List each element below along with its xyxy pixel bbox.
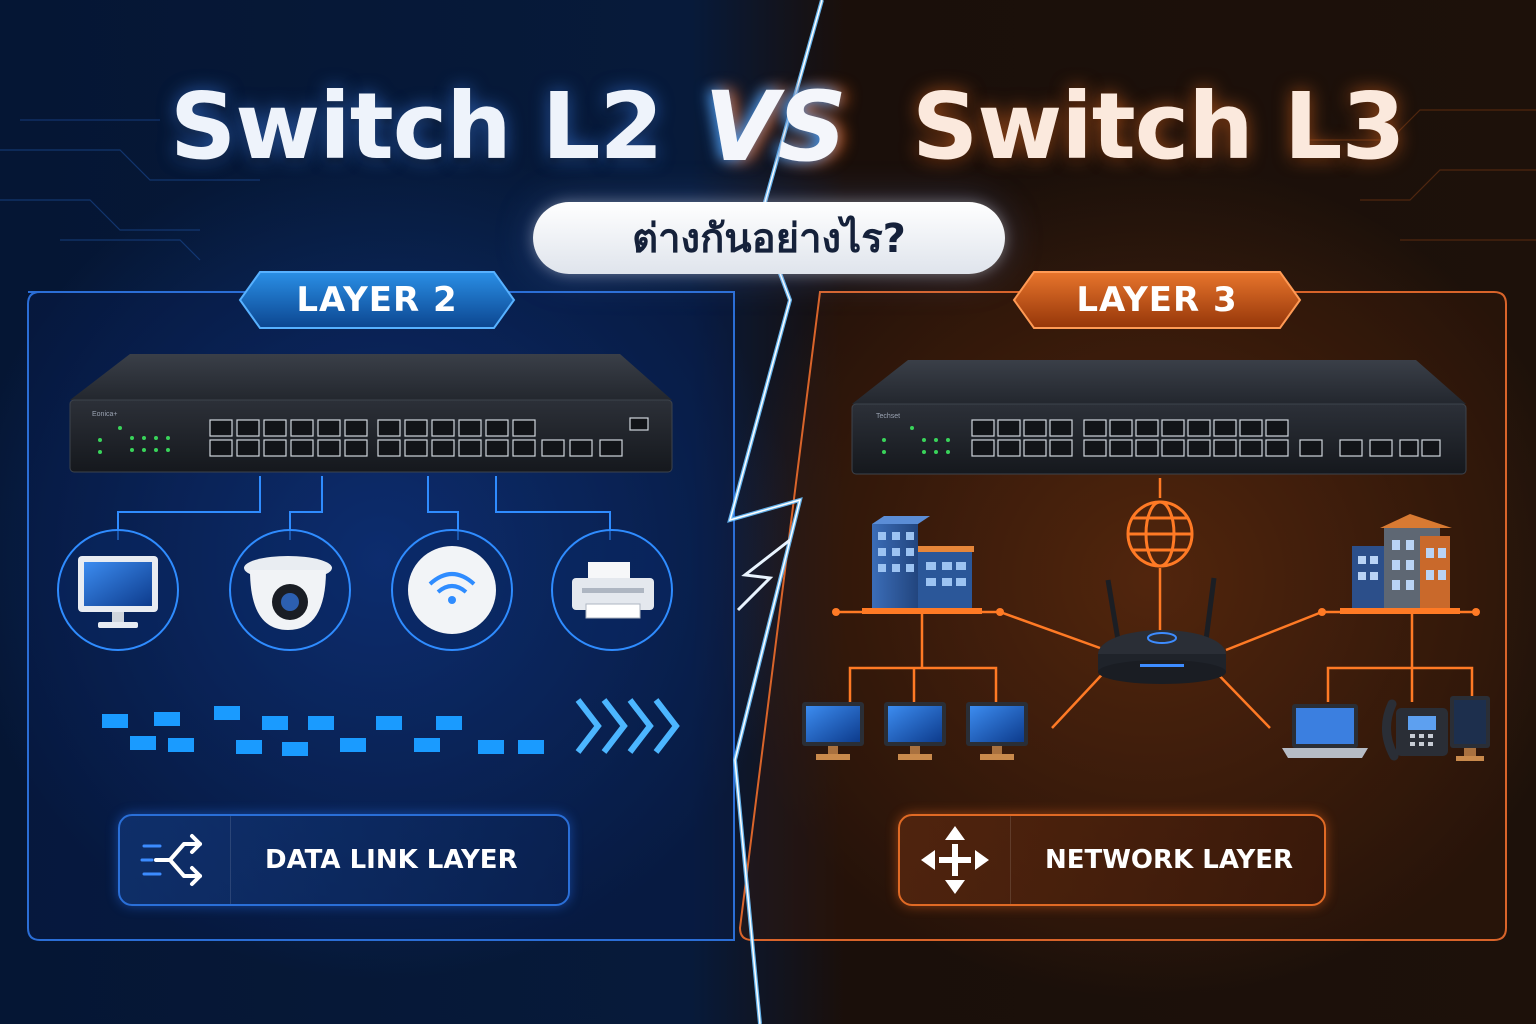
rj45-port <box>1135 439 1159 457</box>
data-packet <box>154 712 180 726</box>
data-packet <box>262 716 288 730</box>
layer2-tag: LAYER 2 <box>238 270 516 330</box>
rj45-port <box>431 419 455 437</box>
monitor-icon-row <box>802 702 1028 760</box>
rj45-port <box>1265 439 1289 457</box>
rj45-port <box>317 439 341 457</box>
data-packet <box>478 740 504 754</box>
layer3-tag-label: LAYER 3 <box>1076 280 1238 320</box>
rj45-port <box>404 439 428 457</box>
subtitle-text: ต่างกันอย่างไร? <box>632 216 906 262</box>
rj45-port <box>1023 419 1047 437</box>
data-packet <box>102 714 128 728</box>
network-layer-box: NETWORK LAYER <box>898 814 1326 906</box>
building-icon-right <box>1340 514 1460 614</box>
rj45-port <box>1109 439 1133 457</box>
rj45-port <box>971 419 995 437</box>
rj45-port <box>290 419 314 437</box>
rj45-port <box>971 439 995 457</box>
four-way-arrows-icon <box>900 816 1011 904</box>
data-packet <box>168 738 194 752</box>
rj45-port <box>1083 419 1107 437</box>
rj45-port <box>1161 439 1185 457</box>
rj45-port <box>404 419 428 437</box>
data-packet <box>436 716 462 730</box>
data-packet <box>376 716 402 730</box>
data-link-layer-box: DATA LINK LAYER <box>118 814 570 906</box>
globe-icon <box>1126 500 1194 568</box>
rj45-port <box>263 439 287 457</box>
layer2-switch: Eonica+ <box>69 354 673 473</box>
rj45-port <box>1135 419 1159 437</box>
rj45-port <box>458 439 482 457</box>
svg-text:Eonica+: Eonica+ <box>92 411 118 418</box>
rj45-port <box>236 419 260 437</box>
layer3-switch: Techset <box>851 360 1467 475</box>
data-packet <box>340 738 366 752</box>
layer2-tag-label: LAYER 2 <box>296 280 458 320</box>
branch-arrows-icon <box>120 816 231 904</box>
rj45-port <box>317 419 341 437</box>
svg-text:Techset: Techset <box>876 413 900 420</box>
title-vs: VS <box>704 71 846 183</box>
rj45-port <box>431 439 455 457</box>
rj45-port <box>997 439 1021 457</box>
rj45-port <box>1239 419 1263 437</box>
rj45-port <box>344 439 368 457</box>
rj45-port <box>1109 419 1133 437</box>
data-packet <box>214 706 240 720</box>
router-icon <box>1098 577 1226 684</box>
data-packet <box>282 742 308 756</box>
rj45-port <box>512 439 536 457</box>
rj45-port <box>209 419 233 437</box>
dome-camera-icon <box>244 556 332 630</box>
data-packet <box>130 736 156 750</box>
rj45-port <box>377 419 401 437</box>
subtitle-pill: ต่างกันอย่างไร? <box>533 202 1005 274</box>
rj45-port <box>344 419 368 437</box>
building-icon-left <box>862 516 982 614</box>
title-switch-l3: Switch L3 <box>912 73 1405 180</box>
rj45-port <box>512 419 536 437</box>
data-packet <box>308 716 334 730</box>
rj45-port <box>236 439 260 457</box>
rj45-port <box>209 439 233 457</box>
monitor-icon-right <box>1450 696 1490 761</box>
rj45-port <box>1187 419 1211 437</box>
laptop-icon <box>1282 704 1368 758</box>
rj45-port <box>1213 439 1237 457</box>
rj45-port <box>1161 419 1185 437</box>
data-packet <box>236 740 262 754</box>
rj45-port <box>290 439 314 457</box>
rj45-port <box>1187 439 1211 457</box>
rj45-port <box>263 419 287 437</box>
ip-phone-icon <box>1382 699 1448 761</box>
rj45-port <box>997 419 1021 437</box>
network-layer-label: NETWORK LAYER <box>1045 845 1294 875</box>
printer-icon <box>572 562 654 619</box>
rj45-port <box>377 439 401 457</box>
title-switch-l2: Switch L2 <box>170 73 663 180</box>
rj45-port <box>1083 439 1107 457</box>
rj45-port <box>1023 439 1047 457</box>
monitor-icon <box>78 556 158 628</box>
rj45-port <box>1265 419 1289 437</box>
data-link-layer-label: DATA LINK LAYER <box>265 845 518 875</box>
rj45-port <box>1049 439 1073 457</box>
rj45-port <box>1239 439 1263 457</box>
layer3-tag: LAYER 3 <box>1012 270 1302 330</box>
rj45-port <box>485 439 509 457</box>
wifi-access-point-icon <box>408 546 496 634</box>
rj45-port <box>1213 419 1237 437</box>
rj45-port <box>485 419 509 437</box>
data-packet <box>518 740 544 754</box>
rj45-port <box>458 419 482 437</box>
data-packet <box>414 738 440 752</box>
rj45-port <box>1049 419 1073 437</box>
